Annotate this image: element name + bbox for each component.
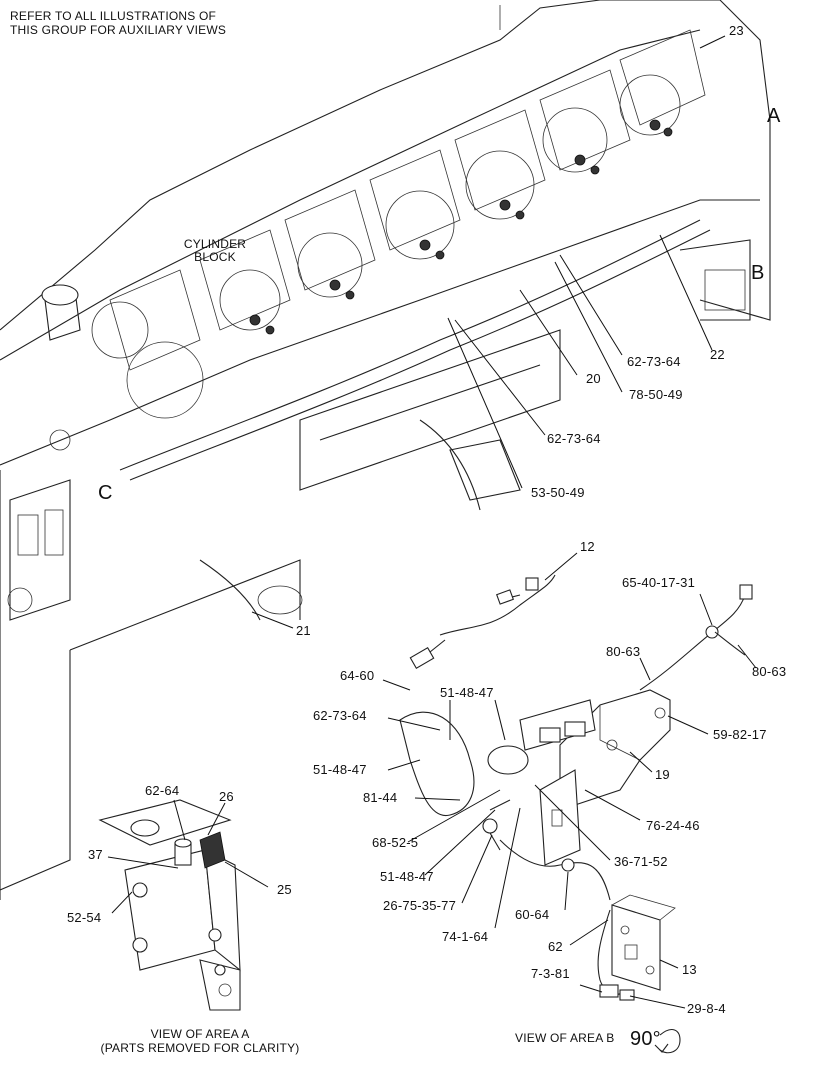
callout-21: 21 [296,623,311,638]
callout-68-52-5: 68-52-5 [372,835,419,850]
callout-12: 12 [580,539,595,554]
callout-60-64: 60-64 [515,907,550,922]
callout-7-3-81: 7-3-81 [531,966,570,981]
callout-26: 26 [219,789,234,804]
callout-37: 37 [88,847,103,862]
callout-29-8-4: 29-8-4 [687,1001,726,1016]
area-a-marker: A [767,105,781,127]
view-area-b-caption: VIEW OF AREA B [515,1031,615,1045]
callout-76-24-46: 76-24-46 [646,818,700,833]
callout-80-63-left: 80-63 [606,644,641,659]
callout-51-48-47-top: 51-48-47 [440,685,494,700]
callout-62-64: 62-64 [145,783,180,798]
callout-64-60: 64-60 [340,668,375,683]
view-area-a [98,799,269,1011]
callout-59-82-17: 59-82-17 [713,727,767,742]
callout-74-1-64: 74-1-64 [442,929,489,944]
callout-62-73-64-view-b: 62-73-64 [313,708,367,723]
callout-26-75-35-77: 26-75-35-77 [383,898,457,913]
callout-62-73-64-upper: 62-73-64 [627,354,681,369]
callout-62: 62 [548,939,563,954]
callout-65-40-17-31: 65-40-17-31 [622,575,696,590]
callout-81-44: 81-44 [363,790,398,805]
view-area-a-caption-line2: (PARTS REMOVED FOR CLARITY) [100,1041,300,1055]
view-area-a-caption-line1: VIEW OF AREA A [150,1027,250,1041]
view-area-b-rotation: 90° [630,1028,661,1050]
main-view-leaders [251,35,726,629]
callout-36-71-52: 36-71-52 [614,854,668,869]
area-b-marker: B [751,262,765,284]
cylinder-block-label-line1: CYLINDER [183,237,247,251]
engine-main-view [0,0,771,900]
header-note-line2: THIS GROUP FOR AUXILIARY VIEWS [10,23,227,37]
callout-22: 22 [710,347,725,362]
cylinder-block-label-line2: BLOCK [194,250,236,264]
callout-20: 20 [586,371,601,386]
callout-53-50-49: 53-50-49 [531,485,585,500]
callout-51-48-47-mid: 51-48-47 [313,762,367,777]
callout-13: 13 [682,962,697,977]
callout-51-48-47-low: 51-48-47 [380,869,434,884]
callout-52-54: 52-54 [67,910,102,925]
view-area-b [382,552,757,1054]
callout-23: 23 [729,23,744,38]
area-c-marker: C [98,482,113,504]
callout-80-63-right: 80-63 [752,664,787,679]
header-note-line1: REFER TO ALL ILLUSTRATIONS OF [10,9,217,23]
callout-62-73-64-lower: 62-73-64 [547,431,601,446]
callout-19: 19 [655,767,670,782]
callout-25: 25 [277,882,292,897]
callout-78-50-49: 78-50-49 [629,387,683,402]
